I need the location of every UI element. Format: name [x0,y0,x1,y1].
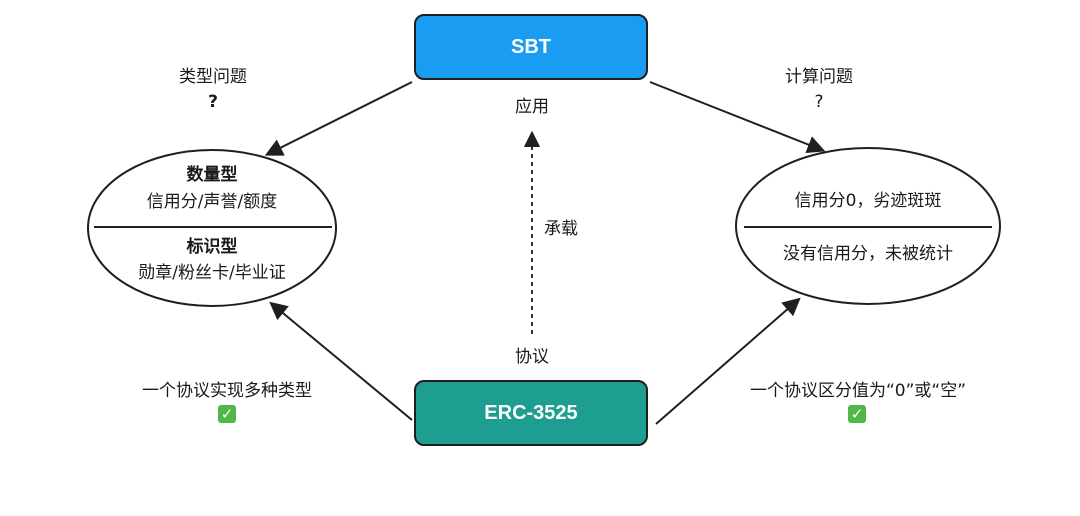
erc-label: ERC-3525 [484,401,578,424]
erc-3525-box: ERC-3525 [414,380,648,446]
arrow-erc-to-left-ellipse [269,301,413,421]
right-check-icon: ✓ [848,404,866,423]
arrow-erc-to-right-ellipse [655,297,801,425]
check-mark-button-icon: ✓ [218,405,236,423]
arrow-sbt-to-left-ellipse [264,81,413,156]
quantity-type-title: 数量型 [186,165,238,185]
left-check-icon: ✓ [218,404,236,423]
identifier-type-desc: 勋章/粉丝卡/毕业证 [138,263,286,283]
quantity-type-desc: 信用分/声誉/额度 [146,192,278,212]
calc-issue-label: 计算问题 [785,67,853,87]
no-credit-text: 没有信用分，未被统计 [783,244,953,264]
type-issue-label: 类型问题 [179,67,247,87]
calc-issue-question-mark: ? [814,92,824,112]
type-issue-question-mark: ? [208,92,218,112]
sbt-box: SBT [414,14,648,80]
sbt-label: SBT [511,35,551,58]
protocol-label: 协议 [515,347,549,367]
carry-label: 承载 [544,219,578,239]
check-mark-button-icon: ✓ [848,405,866,423]
identifier-type-title: 标识型 [186,237,238,257]
left-solution-label: 一个协议实现多种类型 [142,381,312,401]
apply-label: 应用 [515,97,549,117]
right-solution-label: 一个协议区分值为“0”或“空” [749,381,967,401]
arrow-sbt-to-right-ellipse [649,81,826,154]
credit-zero-text: 信用分0，劣迹斑斑 [794,191,942,211]
